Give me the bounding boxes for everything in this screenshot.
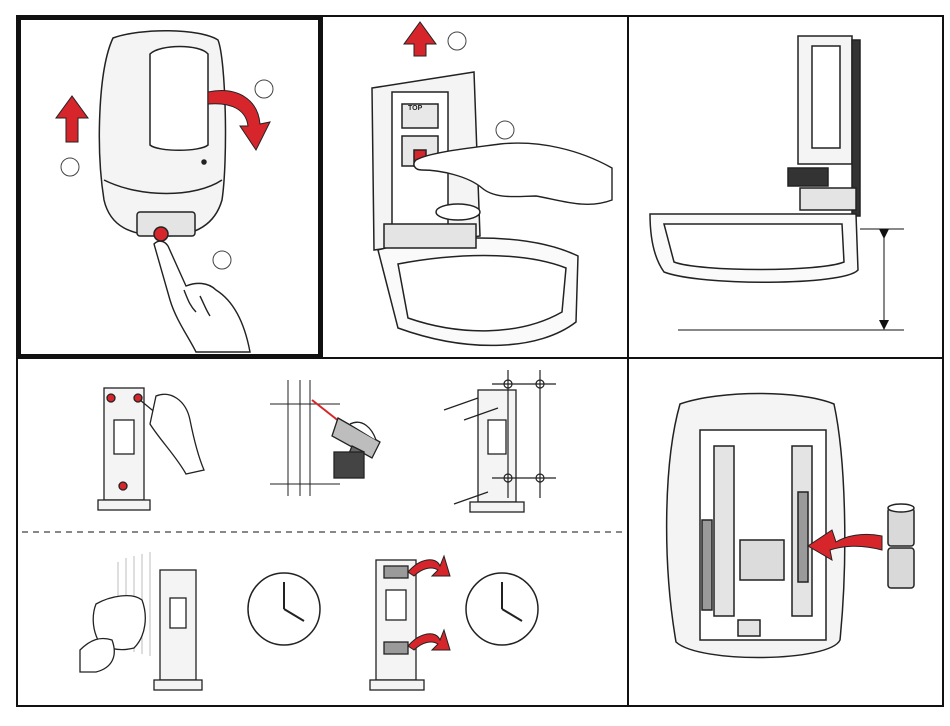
- mounting-plate-adhesive: [370, 560, 424, 690]
- panel-open-cover: [56, 31, 273, 352]
- adhesive-strip-arrow-icon: [408, 556, 450, 576]
- dispenser-back-view: [667, 394, 845, 658]
- panel-wall-mount: [80, 370, 556, 690]
- step-badge-1: [255, 80, 273, 98]
- panel-clearance: [650, 36, 904, 330]
- mounting-plate-clean: [154, 570, 202, 690]
- up-arrow-icon: [404, 22, 436, 56]
- step-badge-3: [213, 251, 231, 269]
- dispenser-open-housing: [372, 72, 578, 345]
- panel-battery: [667, 394, 914, 658]
- pointing-hand-icon: [154, 241, 250, 352]
- clock-icon: [248, 573, 320, 645]
- clock-icon: [466, 573, 538, 645]
- step-badge-2: [61, 158, 79, 176]
- step-badge-1: [448, 32, 466, 50]
- up-arrow-icon: [56, 96, 88, 142]
- dispenser-body: [99, 31, 225, 241]
- step-badge-2: [496, 121, 514, 139]
- battery-icon: [888, 504, 914, 588]
- pencil-hand-icon: [140, 394, 204, 474]
- drill-icon: [312, 400, 380, 478]
- wall-lines-drill: [270, 380, 340, 496]
- panel-remove-insert: TOP: [372, 22, 612, 345]
- wipe-cloth-icon: [80, 596, 145, 672]
- dispenser-side-view: [650, 36, 860, 282]
- plate-top-label: TOP: [408, 105, 423, 112]
- mounting-plate-marking: [98, 388, 150, 510]
